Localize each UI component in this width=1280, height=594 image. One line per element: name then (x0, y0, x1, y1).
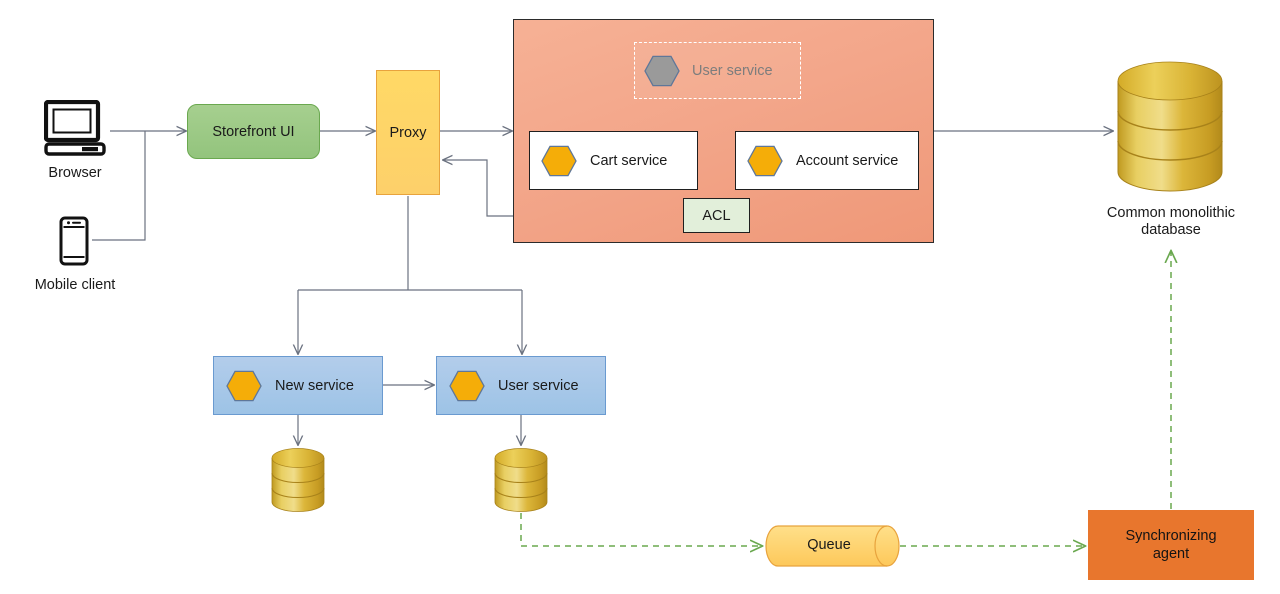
new-service-label: New service (275, 377, 354, 394)
proxy-node[interactable]: Proxy (376, 70, 440, 195)
edge-db-to-queue (520, 513, 762, 546)
user-service-node[interactable]: User service (436, 356, 606, 415)
new-service-node[interactable]: New service (213, 356, 383, 415)
hexagon-icon (449, 370, 485, 401)
common-database-label: Common monolithic database (1106, 205, 1236, 238)
user-service-label: User service (498, 377, 579, 394)
hexagon-icon-disabled (644, 55, 680, 86)
account-service-label: Account service (796, 152, 899, 169)
mobile-phone-icon (59, 216, 89, 266)
cart-service-label: Cart service (590, 152, 668, 169)
synchronizing-agent-node[interactable]: Synchronizing agent (1088, 510, 1254, 580)
acl-node[interactable]: ACL (683, 198, 750, 233)
deprecated-user-service-label: User service (692, 62, 773, 79)
account-service-node[interactable]: Account service (735, 131, 919, 190)
hexagon-icon (226, 370, 262, 401)
browser-label: Browser (48, 165, 102, 181)
hexagon-icon (747, 145, 783, 176)
deprecated-user-service-node[interactable]: User service (634, 42, 801, 99)
cart-service-node[interactable]: Cart service (529, 131, 698, 190)
proxy-label: Proxy (389, 124, 427, 141)
queue-label: Queue (807, 537, 851, 553)
hexagon-icon (541, 145, 577, 176)
queue-node[interactable] (765, 525, 900, 567)
database-cylinder-icon (271, 448, 325, 512)
desktop-computer-icon (44, 100, 106, 156)
storefront-ui-node[interactable]: Storefront UI (187, 104, 320, 159)
synchronizing-agent-label: Synchronizing agent (1125, 528, 1217, 562)
acl-label: ACL (702, 207, 731, 224)
storefront-ui-label: Storefront UI (212, 123, 295, 140)
database-cylinder-icon (1117, 61, 1223, 192)
mobile-client-label: Mobile client (34, 277, 116, 293)
database-cylinder-icon (494, 448, 548, 512)
